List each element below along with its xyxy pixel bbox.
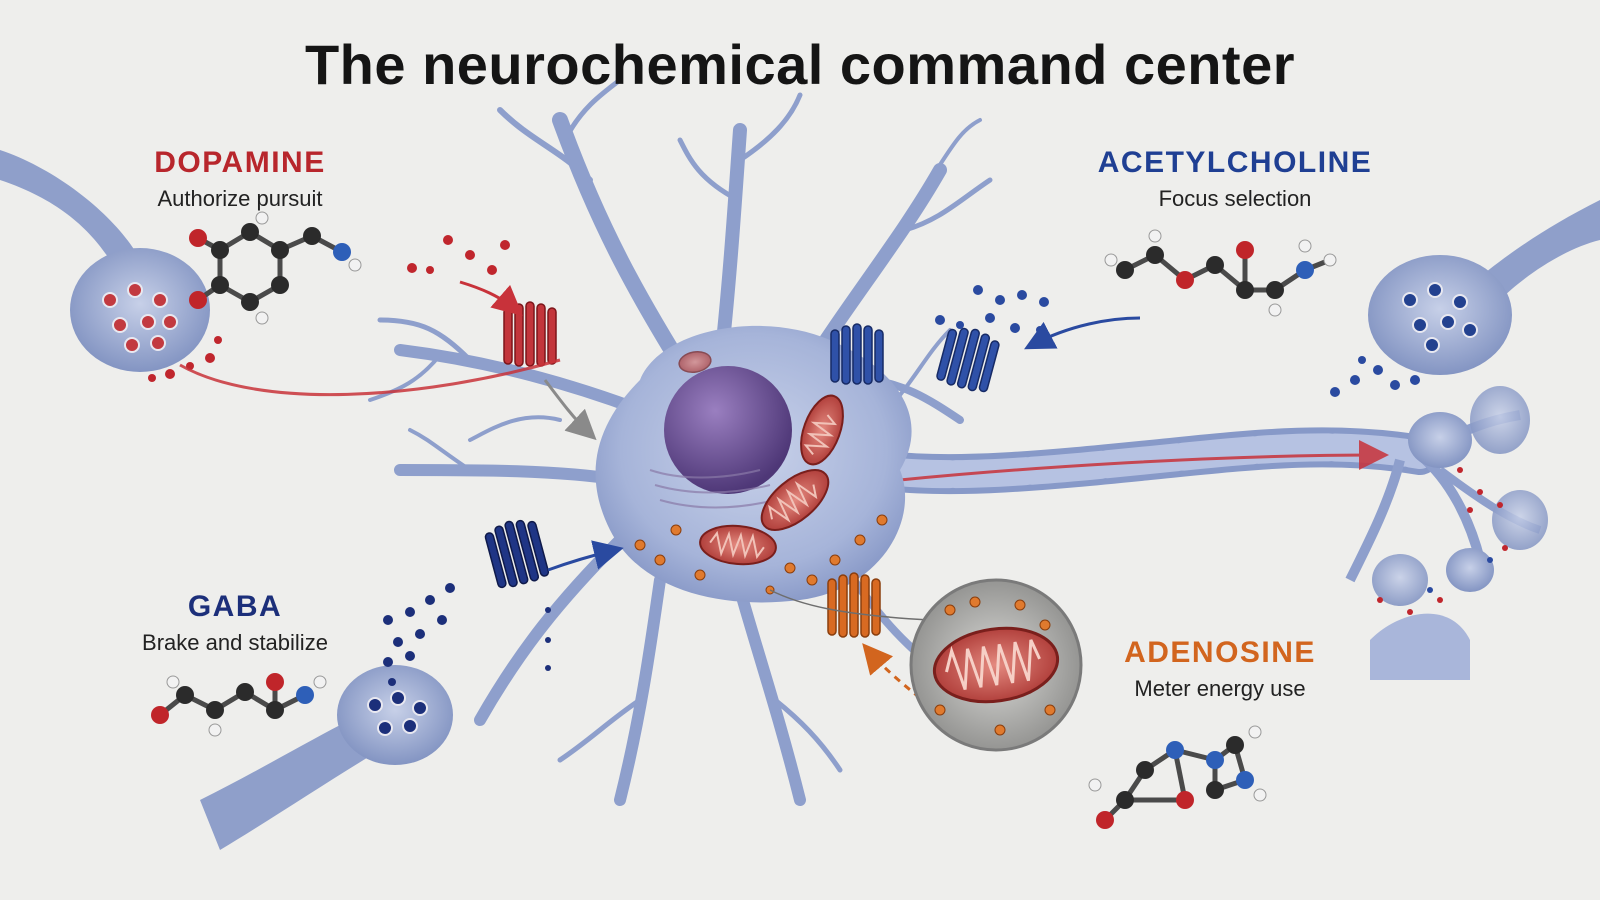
nucleus <box>664 366 792 494</box>
adenosine-name: ADENOSINE <box>1124 636 1316 669</box>
presynaptic-terminal-gaba <box>200 665 453 850</box>
flow-arrows <box>179 280 1141 708</box>
gaba-label: GABA Brake and stabilize <box>115 590 355 656</box>
adenosine-particles <box>634 514 888 595</box>
acetylcholine-particles <box>935 285 1420 397</box>
acetylcholine-role: Focus selection <box>1158 186 1312 211</box>
gaba-role: Brake and stabilize <box>142 630 328 655</box>
gaba-particles <box>383 583 551 686</box>
gaba-name: GABA <box>187 590 283 623</box>
dopamine-role: Authorize pursuit <box>157 186 323 211</box>
adenosine-label: ADENOSINE Meter energy use <box>1095 636 1345 702</box>
gaba-molecule <box>151 673 327 737</box>
acetylcholine-label: ACETYLCHOLINE Focus selection <box>1085 146 1385 212</box>
dopamine-molecule <box>189 211 362 325</box>
adenosine-molecule <box>1088 725 1267 829</box>
adenosine-role: Meter energy use <box>1134 676 1306 701</box>
gaba-receptor <box>484 519 550 589</box>
presynaptic-terminal-dopamine <box>0 150 210 372</box>
dopamine-name: DOPAMINE <box>154 146 326 179</box>
dopamine-label: DOPAMINE Authorize pursuit <box>120 146 360 212</box>
dopamine-receptor <box>503 301 557 367</box>
dopamine-particles <box>148 235 510 382</box>
adenosine-receptor <box>827 572 881 638</box>
acetylcholine-name: ACETYLCHOLINE <box>1097 146 1373 179</box>
acetylcholine-molecule <box>1104 229 1337 317</box>
presynaptic-terminal-acetylcholine <box>1368 200 1600 375</box>
page-title: The neurochemical command center <box>304 33 1296 96</box>
axon-terminals <box>1370 386 1548 680</box>
release-particles <box>1377 467 1508 615</box>
mitochondria-zoom-inset <box>909 578 1083 752</box>
mitochondria <box>678 351 844 566</box>
acetylcholine-receptor-1 <box>830 323 884 385</box>
acetylcholine-receptor-2 <box>936 327 1000 393</box>
